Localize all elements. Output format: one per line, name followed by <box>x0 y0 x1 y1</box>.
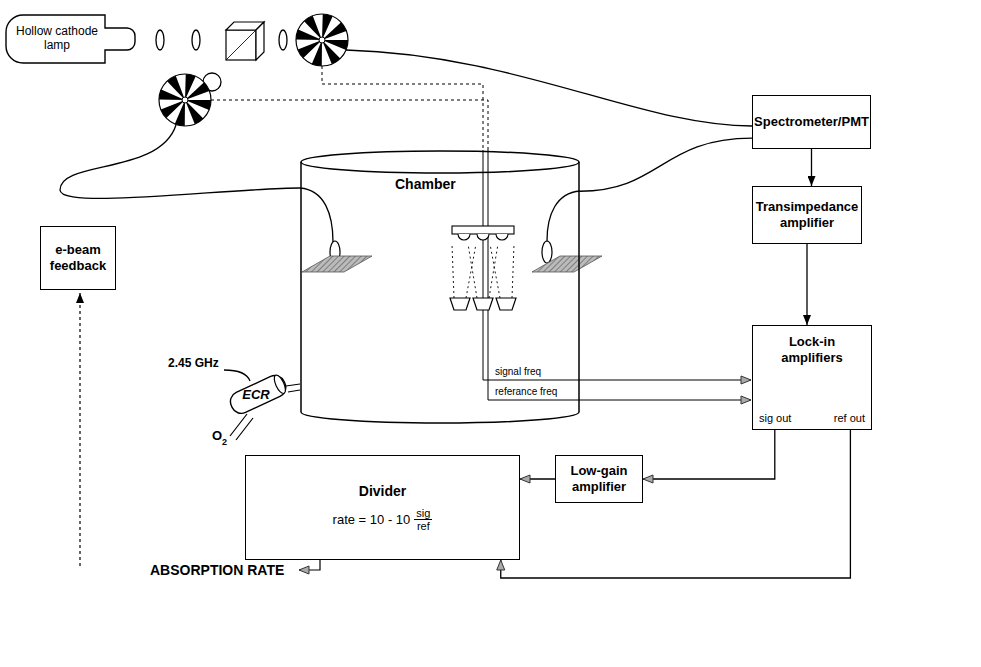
sync-line <box>322 66 483 150</box>
text-label: signal freq <box>495 366 541 378</box>
optical-fiber <box>547 191 580 241</box>
microwave-feed <box>224 370 250 381</box>
feedback-arrow <box>79 293 80 566</box>
box-label: Divider <box>359 483 406 500</box>
fraction-numerator: sig <box>414 507 432 520</box>
lens <box>192 30 200 50</box>
port-label: ref out <box>834 412 865 425</box>
text-label: referance freq <box>495 386 557 398</box>
chamber-label: Chamber <box>395 176 456 192</box>
connector <box>501 430 851 578</box>
port-label: sig out <box>759 412 791 425</box>
ecr-mount <box>286 384 300 392</box>
lens <box>542 241 552 263</box>
box-label: Low-gain amplifier <box>562 463 636 494</box>
fraction: sigref <box>414 507 432 532</box>
sync-line <box>211 100 488 150</box>
signal-line <box>488 150 751 400</box>
chopper-wheel <box>296 14 348 66</box>
lamp-label: Hollow cathode lamp <box>13 25 101 53</box>
connector <box>520 478 555 479</box>
vacuum-chamber: Chamber <box>300 150 580 425</box>
connector <box>643 430 775 479</box>
lamp-shape-outline <box>5 14 137 64</box>
process-box: Divider rate = 10 - 10sigref <box>245 455 520 560</box>
optical-fiber <box>300 188 333 242</box>
box-label: e-beam feedback <box>47 242 109 273</box>
vapor-cone <box>452 244 514 298</box>
signal-line <box>483 150 751 380</box>
process-box: e-beam feedback <box>40 226 116 290</box>
lens <box>279 30 287 50</box>
output-row: sig out ref out <box>759 412 865 425</box>
text-label: 2.45 GHz <box>168 357 219 371</box>
process-box: Spectrometer/PMT <box>752 95 871 149</box>
ecr-label: ECR <box>242 387 269 402</box>
connector <box>580 138 752 191</box>
output-arrow <box>299 560 320 570</box>
process-box: Low-gain amplifier <box>555 455 643 503</box>
text-label: 2 <box>222 437 227 447</box>
connector <box>811 149 812 186</box>
connector <box>806 244 807 325</box>
box-label: Transimpedance amplifier <box>756 199 859 230</box>
gas-inlet <box>230 414 253 440</box>
substrate <box>452 226 514 240</box>
box-label: Spectrometer/PMT <box>754 114 869 130</box>
ecr-source: ECR <box>226 374 292 414</box>
mirror-plane <box>302 256 372 272</box>
beam-splitter-cube <box>226 22 264 60</box>
crucible <box>450 298 516 310</box>
formula: rate = 10 - 10sigref <box>333 507 433 532</box>
formula-text: rate = 10 - 10 <box>333 512 411 528</box>
lamp-shape: Hollow cathode lamp <box>5 14 137 64</box>
text-label: O <box>212 429 222 444</box>
lens <box>156 30 164 50</box>
fraction-denominator: ref <box>417 520 430 532</box>
optical-fiber <box>60 125 300 198</box>
text-label: ABSORPTION RATE <box>150 562 284 578</box>
chopper-wheel <box>159 74 211 126</box>
process-box: Lock-in amplifiers sig out ref out <box>752 325 872 430</box>
optical-fiber <box>346 50 752 126</box>
box-label: Lock-in amplifiers <box>759 334 865 365</box>
process-box: Transimpedance amplifier <box>752 186 862 244</box>
mirror-plane <box>532 256 602 272</box>
